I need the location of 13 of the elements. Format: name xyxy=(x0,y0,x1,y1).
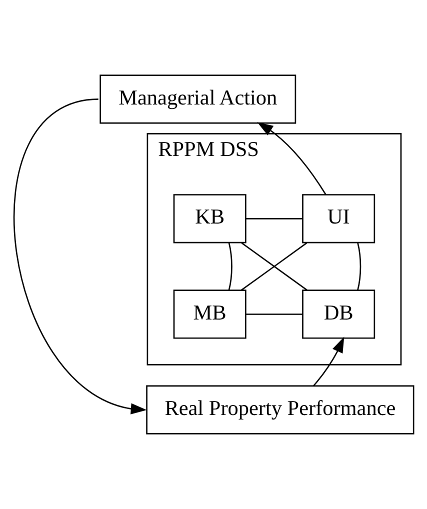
connector xyxy=(228,242,232,290)
arrow xyxy=(313,336,344,386)
node-box: UI xyxy=(302,194,376,244)
connector xyxy=(246,314,302,315)
arrow xyxy=(14,98,147,414)
node-box: KB xyxy=(173,194,246,244)
arrow xyxy=(257,122,326,195)
node-box: DB xyxy=(302,290,376,339)
node-box: MB xyxy=(173,290,246,339)
connector xyxy=(246,218,302,220)
node-box: Managerial Action xyxy=(100,74,296,124)
connector xyxy=(357,242,362,290)
node-box: Real Property Performance xyxy=(146,385,414,434)
